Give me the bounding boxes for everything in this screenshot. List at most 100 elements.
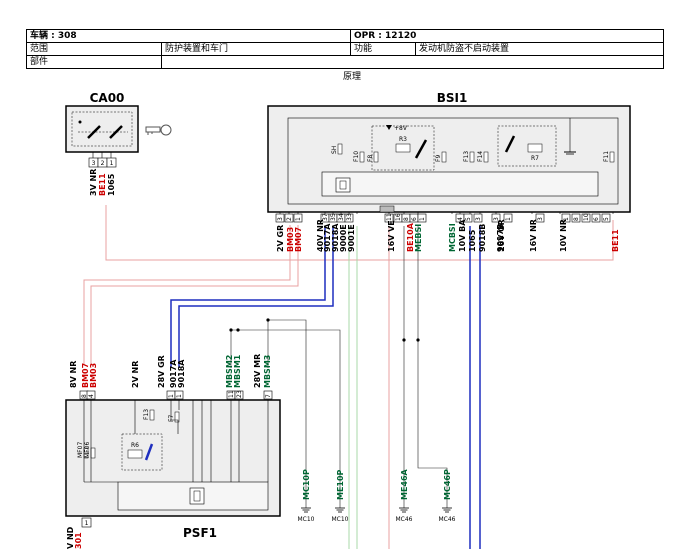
ground-label: MC46 — [395, 516, 412, 523]
psf1-wire-label: 9017A — [169, 359, 178, 388]
fuse-icon — [149, 409, 155, 421]
fuse-icon — [174, 411, 180, 423]
psf1-pin: 23 — [236, 390, 243, 398]
psf1-fuse-label: F7 — [168, 415, 175, 422]
ca00-wire-label: 3V NR — [89, 169, 98, 196]
psf1-title: PSF1 — [183, 526, 217, 540]
fuse-icon — [90, 447, 96, 459]
psf1-wire-label: MBSM2 — [225, 355, 234, 388]
bsi1-r7-label: R7 — [531, 155, 539, 162]
fuse-icon — [609, 151, 615, 163]
ca00-title: CA00 — [90, 91, 125, 105]
bsi1-wire-label: 10V NR — [559, 219, 568, 252]
bsi1-wire-label: MEBSI — [414, 224, 423, 252]
bsi1-pin: 4 — [457, 217, 464, 221]
bsi1-pin: 1 — [295, 217, 302, 221]
bsi1-wire-label: 9017B — [496, 224, 505, 252]
bsi1-pin: 6 — [593, 217, 600, 221]
bsi1-title: BSI1 — [437, 91, 468, 105]
bsi1-pin: 8 — [573, 217, 580, 221]
part-value — [161, 55, 664, 69]
psf1-bottom-label: 301 — [74, 532, 83, 549]
green-wires — [348, 226, 358, 549]
blue-wires — [170, 226, 481, 549]
bsi1-pin: 37 — [322, 213, 329, 221]
bsi1-wire-label: 16V NR — [529, 219, 538, 252]
bsi1-r3-label: R3 — [399, 136, 407, 143]
bsi1-wire-label: 9018B — [478, 224, 487, 252]
psf1-fuse-label: MF07 — [77, 442, 84, 458]
fuse-icon — [469, 151, 475, 163]
bsi1-fuse-label: F11 — [603, 151, 610, 162]
bsi1-fuse-label: F9 — [435, 155, 442, 162]
ground-label: MC10 — [331, 516, 348, 523]
ground-wire-label: MC46P — [443, 469, 452, 500]
info-table: 车辆 : 308 OPR : 12120 范围 防护装置和车门 功能 发动机防盗… — [26, 29, 664, 69]
ca00-pin-1: 1 — [110, 160, 114, 167]
fuse-icon — [483, 151, 489, 163]
psf1-bottom-pin: 1 — [85, 520, 89, 527]
psf1-relay-r6 — [121, 433, 163, 471]
bsi1-pin: 1 — [505, 217, 512, 221]
psf1-pin: 1 — [168, 394, 175, 398]
bsi1-pin: 3 — [277, 217, 284, 221]
ca00-contact-2 — [109, 125, 123, 139]
bsi1-wire-label: 9001E — [347, 224, 356, 252]
wire-mcbsi — [417, 226, 448, 508]
bsi1-pin: 1 — [563, 217, 570, 221]
psf1-wire-label: 28V MR — [253, 354, 262, 388]
psf1-internal-lines — [83, 400, 269, 483]
psf1-fuse-label: F13 — [143, 409, 150, 420]
ground-label: MC46 — [438, 516, 455, 523]
bsi1-fuse-label: F13 — [463, 151, 470, 162]
bsi1-pin: 1 — [419, 217, 426, 221]
key-icon — [145, 124, 172, 136]
bsi1-r7-contact — [504, 135, 516, 153]
psf1-chip-icon — [189, 487, 205, 505]
bsi1-pin: 3 — [537, 217, 544, 221]
bsi1-wire-label: BE10A — [406, 222, 415, 252]
bsi1-wire-label: 9018A — [331, 223, 340, 252]
psf1-wire-label: 8V NR — [69, 361, 78, 388]
bsi1-wire-label: 10V BA — [458, 219, 467, 252]
bsi1-wire-label: 2V GR — [276, 225, 285, 252]
psf1-bottom-label: V ND — [66, 526, 75, 549]
bsi1-fuse-label: F14 — [477, 151, 484, 162]
principle-label: 原理 — [343, 71, 361, 82]
ca00-box — [65, 105, 139, 153]
bsi1-internal-bus — [287, 117, 619, 205]
ground-wires — [230, 226, 448, 508]
psf1-wire-label: 2V NR — [131, 361, 140, 388]
ca00-switch-area — [71, 111, 133, 147]
bsi1-pin: 33 — [346, 213, 353, 221]
fuse-icon — [373, 151, 379, 163]
psf1-wire-label: MBSM1 — [233, 354, 242, 388]
fuse-icon — [337, 143, 343, 155]
bsi1-pin: 8 — [403, 217, 410, 221]
bsi1-wire-label: 9000E — [339, 224, 348, 252]
ground-wire-label: ME46A — [400, 468, 409, 500]
wire-be11 — [105, 205, 614, 261]
bsi1-connector-key — [379, 205, 395, 213]
ca00-connector: 3 2 1 — [88, 152, 117, 168]
bsi1-plus8v: +8V — [394, 125, 408, 132]
bsi1-wire-label: BM03 — [286, 227, 295, 252]
bsi1-pin: 10 — [583, 213, 590, 221]
bsi1-relay-r7 — [497, 125, 557, 167]
psf1-pin: 1 — [176, 394, 183, 398]
ca00-wire-label: BE11 — [98, 173, 107, 196]
psf1-fuse-label: MF06 — [84, 442, 91, 458]
ca00-pin-3: 3 — [92, 160, 96, 167]
bsi1-pin: 3 — [493, 217, 500, 221]
ground-wire-label: ME10P — [336, 469, 345, 500]
ca00-wire-label: 1065 — [107, 173, 116, 196]
fuse-icon — [441, 151, 447, 163]
